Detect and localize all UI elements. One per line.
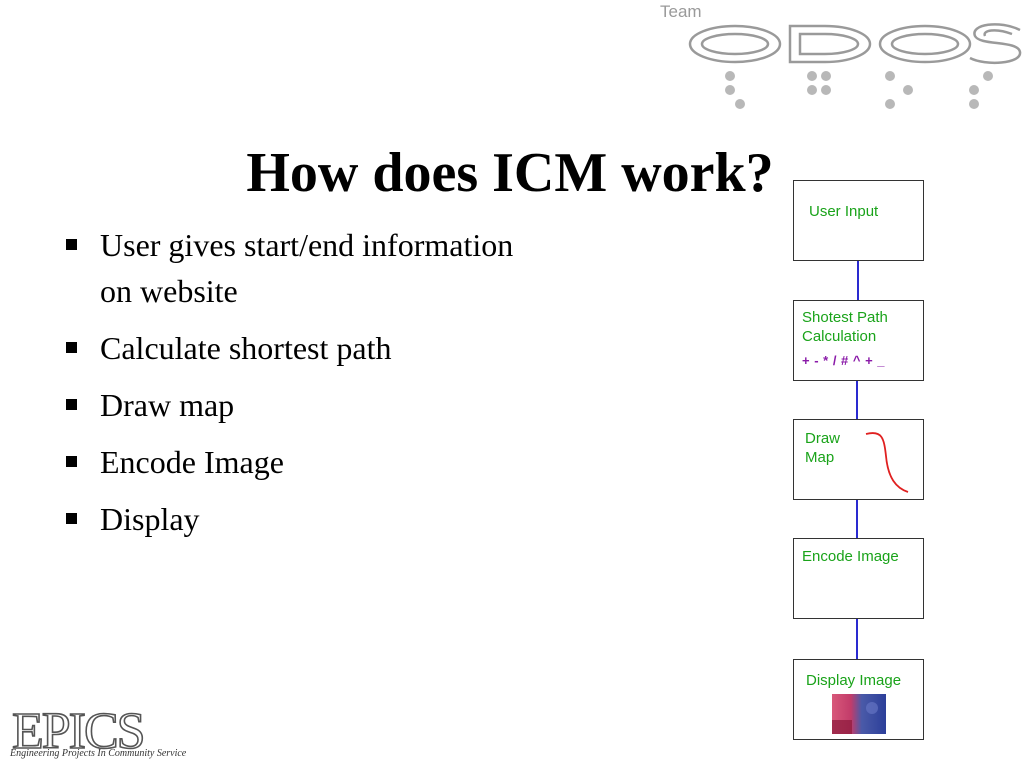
bullet-item: Display bbox=[62, 496, 532, 542]
bullet-item: Calculate shortest path bbox=[62, 325, 532, 371]
bullet-square-icon bbox=[66, 342, 77, 353]
bullet-item: User gives start/end information on webs… bbox=[62, 222, 532, 314]
logo-team-text: Team bbox=[660, 2, 702, 21]
epics-logo: EPICS Engineering Projects In Community … bbox=[8, 702, 218, 768]
connector-line bbox=[856, 619, 858, 660]
flow-box-label: Draw Map bbox=[805, 430, 841, 466]
flow-box-draw-map: Draw Map bbox=[793, 419, 924, 500]
bullet-item: Draw map bbox=[62, 382, 532, 428]
flow-box-user-input: User Input bbox=[793, 180, 924, 261]
bullet-text: User gives start/end information on webs… bbox=[100, 227, 514, 309]
flow-box-label: User Input bbox=[809, 203, 879, 220]
bullet-text: Calculate shortest path bbox=[100, 330, 392, 366]
bullet-square-icon bbox=[66, 399, 77, 410]
bullet-list: User gives start/end information on webs… bbox=[62, 222, 532, 553]
bullet-square-icon bbox=[66, 513, 77, 524]
odos-wordmark bbox=[688, 23, 1022, 109]
epics-tagline: Engineering Projects In Community Servic… bbox=[10, 748, 187, 759]
flow-box-shortest-path: Shotest Path Calculation + - * / # ^ + _ bbox=[793, 300, 924, 381]
epics-wordmark: EPICS bbox=[11, 702, 146, 761]
bullet-text: Display bbox=[100, 501, 200, 537]
team-odos-logo: Team bbox=[640, 0, 1024, 120]
slide-title: How does ICM work? bbox=[246, 141, 774, 204]
flow-box-label: Shotest Path Calculation bbox=[802, 309, 888, 345]
flow-box-label: Display Image bbox=[806, 672, 902, 689]
bullet-text: Draw map bbox=[100, 387, 235, 423]
image-thumbnail bbox=[832, 694, 886, 734]
map-curve-icon bbox=[865, 432, 909, 493]
bullet-text: Encode Image bbox=[100, 444, 284, 480]
flow-box-display-image: Display Image bbox=[793, 659, 924, 740]
flow-box-label: Encode Image bbox=[802, 548, 899, 565]
bullet-square-icon bbox=[66, 239, 77, 250]
flow-box-encode-image: Encode Image bbox=[793, 538, 924, 619]
connector-line bbox=[856, 499, 858, 539]
bullet-item: Encode Image bbox=[62, 439, 532, 485]
connector-line bbox=[857, 261, 859, 301]
operator-symbols: + - * / # ^ + _ bbox=[802, 353, 886, 368]
bullet-square-icon bbox=[66, 456, 77, 467]
connector-line bbox=[856, 381, 858, 419]
